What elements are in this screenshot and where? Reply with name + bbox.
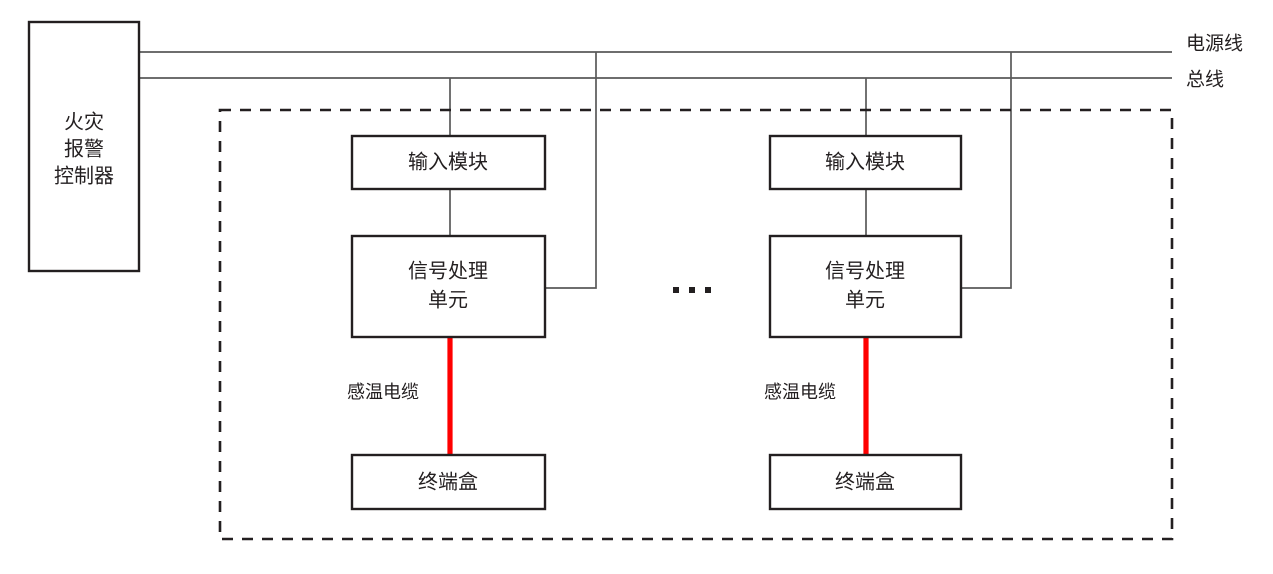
fire-alarm-controller-label-line2: 报警 bbox=[64, 137, 104, 161]
signal-processing-unit-box-group-2[interactable] bbox=[768, 234, 963, 339]
input-module-label-group-1: 输入模块 bbox=[408, 150, 488, 174]
terminal-box-label-group-2: 终端盒 bbox=[835, 470, 895, 494]
wiring-layer bbox=[139, 51, 1172, 289]
signal-processing-unit-label-line1-group-1: 信号处理 bbox=[408, 259, 488, 283]
detector-group-1: 输入模块 信号处理 单元 感温电缆 终端盒 bbox=[347, 134, 547, 511]
wire-legend: 电源线 总线 bbox=[1186, 33, 1243, 91]
signal-processing-unit-group-1[interactable]: 信号处理 单元 bbox=[350, 234, 547, 339]
input-module-box-group-2[interactable] bbox=[768, 134, 963, 191]
power-line-label: 电源线 bbox=[1186, 33, 1243, 55]
signal-processing-unit-box-group-1[interactable] bbox=[350, 234, 547, 339]
input-module-box-group-1[interactable] bbox=[350, 134, 547, 191]
terminal-box-group-1[interactable]: 终端盒 bbox=[350, 453, 547, 511]
power-drop-group-1 bbox=[545, 52, 597, 289]
fire-alarm-controller-label-line3: 控制器 bbox=[54, 164, 114, 188]
signal-processing-unit-label-line2-group-1: 单元 bbox=[428, 288, 468, 312]
ellipsis-indicator bbox=[673, 287, 711, 293]
ellipsis-dot-3 bbox=[705, 287, 711, 293]
fire-alarm-controller[interactable]: 火灾 报警 控制器 bbox=[27, 20, 141, 273]
sensing-cable-layer bbox=[447, 337, 869, 456]
power-drop-group-2 bbox=[960, 52, 1012, 289]
terminal-box-rect-group-2[interactable] bbox=[768, 453, 963, 511]
input-module-label-group-2: 输入模块 bbox=[825, 150, 905, 174]
terminal-box-group-2[interactable]: 终端盒 bbox=[768, 453, 963, 511]
input-module-group-1[interactable]: 输入模块 bbox=[350, 134, 547, 191]
fire-alarm-controller-box[interactable] bbox=[27, 20, 141, 273]
detector-group-2: 输入模块 信号处理 单元 感温电缆 终端盒 bbox=[764, 134, 963, 511]
sensing-cable-label-group-2: 感温电缆 bbox=[764, 382, 836, 403]
ellipsis-dot-1 bbox=[673, 287, 679, 293]
signal-processing-unit-label-line1-group-2: 信号处理 bbox=[825, 259, 905, 283]
terminal-box-rect-group-1[interactable] bbox=[350, 453, 547, 511]
terminal-box-label-group-1: 终端盒 bbox=[418, 470, 478, 494]
signal-processing-unit-label-line2-group-2: 单元 bbox=[845, 288, 885, 312]
signal-processing-unit-group-2[interactable]: 信号处理 单元 bbox=[768, 234, 963, 339]
fire-alarm-controller-label-line1: 火灾 bbox=[64, 110, 104, 134]
sensing-cable-label-group-1: 感温电缆 bbox=[347, 382, 419, 403]
input-module-group-2[interactable]: 输入模块 bbox=[768, 134, 963, 191]
ellipsis-dot-2 bbox=[689, 287, 695, 293]
bus-line-label: 总线 bbox=[1186, 69, 1224, 91]
detection-zone-enclosure bbox=[218, 108, 1174, 541]
